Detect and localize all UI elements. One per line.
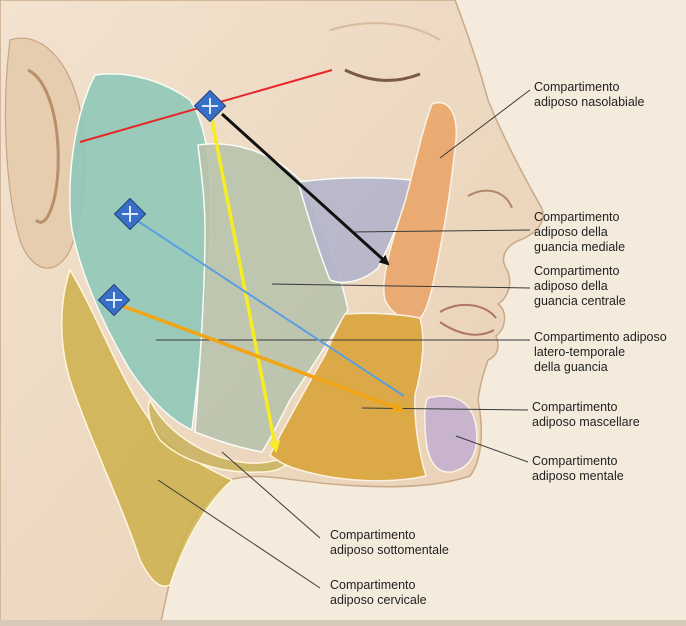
mental-compartment (423, 395, 478, 473)
label-line: guancia centrale (534, 294, 626, 308)
leader-medial-cheek (351, 229, 531, 233)
label-line: Compartimento (330, 578, 416, 592)
label-nasolabial: Compartimento adiposo nasolabiale (534, 80, 645, 110)
label-line: adiposo della (534, 279, 608, 293)
maxillary-compartment (269, 312, 427, 482)
label-line: Compartimento (534, 80, 620, 94)
lateral-temporal-compartment (69, 73, 212, 432)
crosshair-marker[interactable] (193, 89, 227, 123)
label-line: latero-temporale (534, 345, 626, 359)
label-line: Compartimento (534, 264, 620, 278)
label-cervical: Compartimento adiposo cervicale (330, 578, 427, 608)
leader-submental (221, 451, 321, 539)
label-line: guancia mediale (534, 240, 626, 254)
brow (329, 22, 441, 41)
label-central-cheek: Compartimento adiposo della guancia cent… (534, 264, 626, 309)
leader-lines (156, 89, 531, 589)
label-line: adiposo nasolabiale (534, 95, 645, 109)
label-mental: Compartimento adiposo mentale (532, 454, 624, 484)
leader-cervical (157, 479, 321, 589)
label-line: Compartimento (330, 528, 416, 542)
submental-compartment (147, 398, 291, 473)
label-line: Compartimento (534, 210, 620, 224)
label-line: adiposo cervicale (330, 593, 427, 607)
label-line: adiposo sottomentale (330, 543, 449, 557)
orange-arrow (111, 300, 405, 413)
label-line: Compartimento (532, 400, 618, 414)
crosshair-marker[interactable] (113, 197, 147, 231)
leader-maxillary (361, 407, 529, 411)
black-arrow (220, 112, 390, 266)
closed-eye (344, 68, 421, 82)
blue-line (129, 215, 405, 397)
leader-central-cheek (271, 283, 531, 289)
ear (4, 37, 86, 269)
nostril (467, 189, 513, 209)
label-lateral-temporal: Compartimento adiposo latero-temporale d… (534, 330, 667, 375)
label-line: adiposo mentale (532, 469, 624, 483)
label-line: adiposo mascellare (532, 415, 640, 429)
label-line: adiposo della (534, 225, 608, 239)
crosshair-marker[interactable] (97, 283, 131, 317)
ear-inner (27, 68, 60, 224)
leader-nasolabial (439, 89, 531, 159)
cervical-compartment (61, 268, 234, 587)
bottom-border (0, 620, 686, 626)
lips (439, 303, 497, 336)
label-submental: Compartimento adiposo sottomentale (330, 528, 449, 558)
label-line: Compartimento adiposo (534, 330, 667, 344)
leader-mental (455, 435, 529, 463)
label-maxillary: Compartimento adiposo mascellare (532, 400, 640, 430)
label-line: della guancia (534, 360, 608, 374)
yellow-arrow (208, 109, 281, 453)
label-line: Compartimento (532, 454, 618, 468)
label-medial-cheek: Compartimento adiposo della guancia medi… (534, 210, 625, 255)
